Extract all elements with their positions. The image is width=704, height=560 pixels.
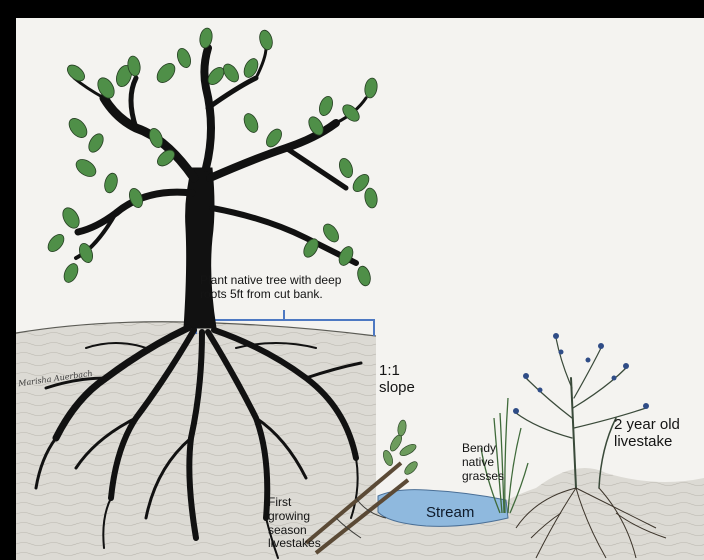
drawing-canvas: Plant native tree with deep roots 5ft fr… [16,18,704,560]
shrub-icon [516,338,646,488]
tree-note-label: Plant native tree with deep roots 5ft fr… [200,274,341,302]
berries-icon [513,333,649,414]
first-season-livestakes-label: First growing season livestakes [268,496,321,551]
riparian-planting-illustration [16,18,704,560]
slope-label: 1:1 slope [379,362,415,397]
grasses-label: Bendy native grasses [462,442,504,483]
livestake-2yr-label: 2 year old livestake [614,416,680,451]
soil-bank [16,322,704,560]
stream-label: Stream [426,504,474,521]
